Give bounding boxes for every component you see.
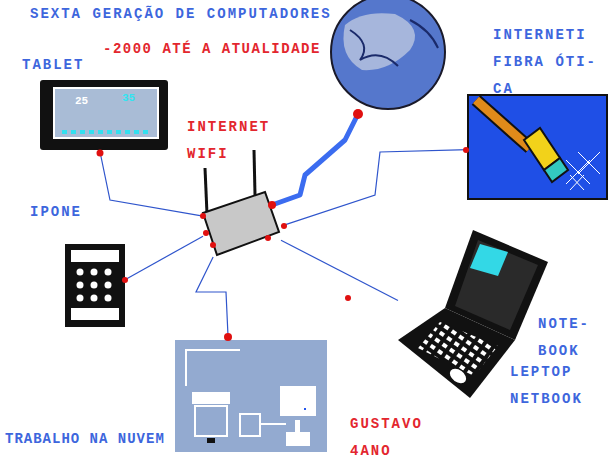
node-label: 35	[122, 91, 135, 105]
globe-icon	[331, 0, 445, 109]
node-label: LEPTOP NETBOOK	[510, 359, 600, 413]
network-link	[196, 257, 228, 340]
fiber-node: INTERNETI FIBRA ÓTI- CA	[468, 95, 608, 200]
node-label: TABLET	[22, 52, 84, 79]
network-link	[125, 236, 203, 279]
phone-node: IPONE	[65, 244, 125, 327]
note-label: GUSTAVO 4ANO	[350, 411, 434, 465]
cloud-node: TRABALHO NA NUVEM	[175, 340, 327, 452]
note-label: -2000 ATÉ A ATUALIDADE	[103, 36, 321, 63]
node-label: INTERNET WIFI	[187, 114, 279, 168]
router-icon	[203, 150, 279, 255]
globe-cable	[272, 114, 358, 205]
laptop-node: NOTE-BOOKLEPTOP NETBOOK	[398, 230, 548, 398]
cloud-panel	[175, 340, 327, 452]
phone-icon	[65, 244, 125, 327]
network-link	[281, 240, 398, 300]
network-link	[281, 150, 468, 227]
title-text: SEXTA GERAÇÃO DE COMPUTADORES	[30, 1, 332, 28]
tablet-icon	[40, 80, 168, 150]
tablet-node: TABLET2535	[38, 78, 170, 152]
node-label: INTERNETI FIBRA ÓTI- CA	[493, 22, 607, 103]
fiber-panel	[468, 95, 607, 199]
node-label: NOTE-BOOK	[538, 311, 598, 365]
router-node: INTERNET WIFI	[203, 190, 281, 257]
node-label: 25	[75, 94, 88, 108]
node-label: IPONE	[30, 199, 82, 226]
node-label: TRABALHO NA NUVEM	[5, 426, 165, 453]
